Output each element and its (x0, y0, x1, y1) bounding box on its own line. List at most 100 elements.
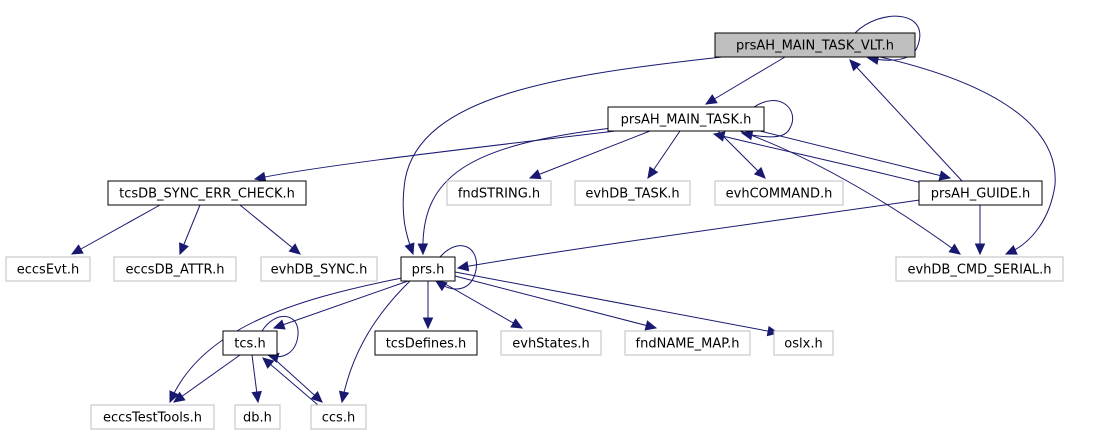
node-evhstates-box (500, 330, 602, 356)
edge-prsah-main-task-to-prsah-guide-arrowhead (938, 170, 952, 181)
node-eccstesttools: eccsTestTools.h (90, 404, 215, 430)
edge-tcs-to-eccstesttools (173, 354, 241, 403)
edge-prsah-guide-to-prsah-main-task (713, 133, 931, 186)
node-prsah-main-task-vlt[interactable]: prsAH_MAIN_TASK_VLT.h (714, 32, 916, 58)
node-db-box (234, 404, 281, 430)
edge-ccs-to-tcs-arrowhead (262, 357, 275, 369)
edge-prsah-main-task-to-evhdb-cmd-serial (739, 130, 961, 255)
edge-tcsdb-sync-err-check-to-evhdb-sync-arrowhead (288, 243, 301, 255)
node-evhstates-label: evhStates.h (512, 337, 590, 352)
node-evhdb-sync-label: evhDB_SYNC.h (271, 263, 368, 278)
edge-prs-to-eccstesttools (169, 277, 403, 403)
edge-prsah-main-task-to-prsah-guide (759, 130, 951, 179)
node-db-label: db.h (243, 411, 272, 426)
node-tcsdefines[interactable]: tcsDefines.h (374, 330, 478, 356)
node-evhcommand: evhCOMMAND.h (714, 180, 844, 206)
edge-prsah-main-task-to-fndstring-arrowhead (528, 169, 542, 180)
edge-tcs-to-tcs (261, 315, 299, 358)
node-evhcommand-box (714, 180, 844, 206)
edge-layer (70, 15, 1056, 406)
edge-prs-to-tcs (273, 280, 409, 329)
node-eccstesttools-box (90, 404, 215, 430)
node-tcs-box (222, 330, 278, 356)
node-eccsdb-attr-label: eccsDB_ATTR.h (126, 263, 225, 278)
edge-prsah-main-task-to-tcsdb-sync-err-check (254, 130, 616, 180)
edge-prs-to-ccs-arrowhead (338, 390, 350, 404)
node-prsah-main-task[interactable]: prsAH_MAIN_TASK.h (607, 106, 765, 132)
node-eccsdb-attr-box (113, 256, 237, 282)
edge-prsah-main-task-to-prsah-main-task (741, 100, 793, 138)
node-evhdb-task-box (574, 180, 691, 206)
edge-tcsdb-sync-err-check-to-eccsevt-arrowhead (70, 244, 84, 255)
node-tcs-label: tcs.h (234, 337, 265, 352)
node-evhdb-task-label: evhDB_TASK.h (585, 187, 679, 202)
node-tcsdb-sync-err-check-box (107, 180, 307, 206)
node-ccs: ccs.h (310, 404, 367, 430)
edge-prs-to-evhstates (439, 280, 523, 329)
node-evhcommand-label: evhCOMMAND.h (726, 187, 833, 202)
node-ccs-box (310, 404, 367, 430)
edge-tcsdb-sync-err-check-to-eccsdb-attr-arrowhead (179, 242, 189, 256)
edge-tcsdb-sync-err-check-to-evhdb-sync (239, 204, 301, 255)
node-fndname-map: fndNAME_MAP.h (624, 330, 751, 356)
node-eccsevt: eccsEvt.h (5, 256, 91, 282)
edge-prs-to-fndname-map (454, 275, 657, 329)
node-ccs-label: ccs.h (322, 411, 355, 426)
node-prsah-main-task-vlt-box (714, 32, 916, 58)
edge-ccs-to-tcs (262, 357, 319, 406)
edge-prs-to-oslx (454, 271, 779, 334)
node-evhdb-sync-box (260, 256, 378, 282)
node-prs-label: prs.h (412, 263, 445, 278)
edge-prsah-guide-to-prsah-main-task-arrowhead (712, 131, 726, 142)
node-prsah-guide-label: prsAH_GUIDE.h (931, 187, 1031, 202)
node-prs-box (400, 256, 456, 282)
node-eccsevt-label: eccsEvt.h (17, 263, 79, 278)
edge-tcsdb-sync-err-check-to-eccsevt (71, 204, 161, 255)
edge-tcs-to-db-arrowhead (251, 390, 262, 404)
edge-prsah-main-task-to-evhdb-task-arrowhead (647, 166, 659, 180)
edge-prsah-main-task-vlt-to-prsah-main-task-arrowhead (704, 94, 718, 105)
node-tcsdefines-label: tcsDefines.h (386, 337, 467, 352)
edge-prsah-guide-to-prsah-main-task-vlt (849, 59, 963, 182)
node-fndstring-box (446, 180, 552, 206)
edge-prsah-main-task-vlt-to-evhdb-cmd-serial-arrowhead (1004, 244, 1018, 255)
node-tcs[interactable]: tcs.h (222, 330, 278, 356)
node-prsah-guide[interactable]: prsAH_GUIDE.h (918, 180, 1043, 206)
edge-prsah-main-task-to-tcsdb-sync-err-check-arrowhead (253, 171, 267, 183)
node-oslx-box (773, 330, 834, 356)
node-prsah-main-task-vlt-label: prsAH_MAIN_TASK_VLT.h (736, 39, 894, 54)
node-tcsdefines-box (374, 330, 478, 356)
node-evhdb-task: evhDB_TASK.h (574, 180, 691, 206)
edge-tcs-to-eccstesttools-arrowhead (173, 391, 186, 403)
node-prsah-main-task-label: prsAH_MAIN_TASK.h (621, 113, 752, 128)
node-evhdb-cmd-serial: evhDB_CMD_SERIAL.h (895, 256, 1064, 282)
edge-prs-to-eccstesttools-arrowhead (169, 390, 180, 404)
node-prsah-guide-box (918, 180, 1043, 206)
node-eccsdb-attr: eccsDB_ATTR.h (113, 256, 237, 282)
node-fndname-map-box (624, 330, 751, 356)
edge-prs-to-tcsdefines-arrowhead (422, 317, 434, 330)
node-db: db.h (234, 404, 281, 430)
node-prs[interactable]: prs.h (400, 256, 456, 282)
node-layer: prsAH_MAIN_TASK_VLT.h prsAH_MAIN_TASK.htc… (5, 32, 1064, 430)
node-tcsdb-sync-err-check[interactable]: tcsDB_SYNC_ERR_CHECK.h (107, 180, 307, 206)
edge-prsah-main-task-vlt-to-evhdb-cmd-serial (879, 56, 1056, 255)
node-eccsevt-box (5, 256, 91, 282)
edge-prsah-main-task-to-evhcommand (717, 130, 766, 179)
edge-prsah-main-task-vlt-to-prs-arrowhead (404, 242, 415, 256)
node-fndstring: fndSTRING.h (446, 180, 552, 206)
node-eccstesttools-label: eccsTestTools.h (103, 411, 202, 426)
edge-prsah-guide-to-prs (457, 199, 921, 269)
edge-prsah-main-task-to-prs (422, 127, 613, 255)
node-prsah-main-task-box (607, 106, 765, 132)
node-evhdb-cmd-serial-box (895, 256, 1064, 282)
edge-prsah-main-task-to-evhdb-cmd-serial-arrowhead (948, 243, 961, 255)
node-oslx-label: oslx.h (784, 337, 822, 352)
node-fndname-map-label: fndNAME_MAP.h (636, 337, 740, 352)
node-evhstates: evhStates.h (500, 330, 602, 356)
edge-prsah-main-task-vlt-to-prs (402, 56, 723, 255)
node-evhdb-cmd-serial-label: evhDB_CMD_SERIAL.h (907, 263, 1051, 278)
edge-prs-to-evhstates-arrowhead (510, 318, 524, 329)
edge-tcs-to-ccs-arrowhead (310, 391, 323, 403)
